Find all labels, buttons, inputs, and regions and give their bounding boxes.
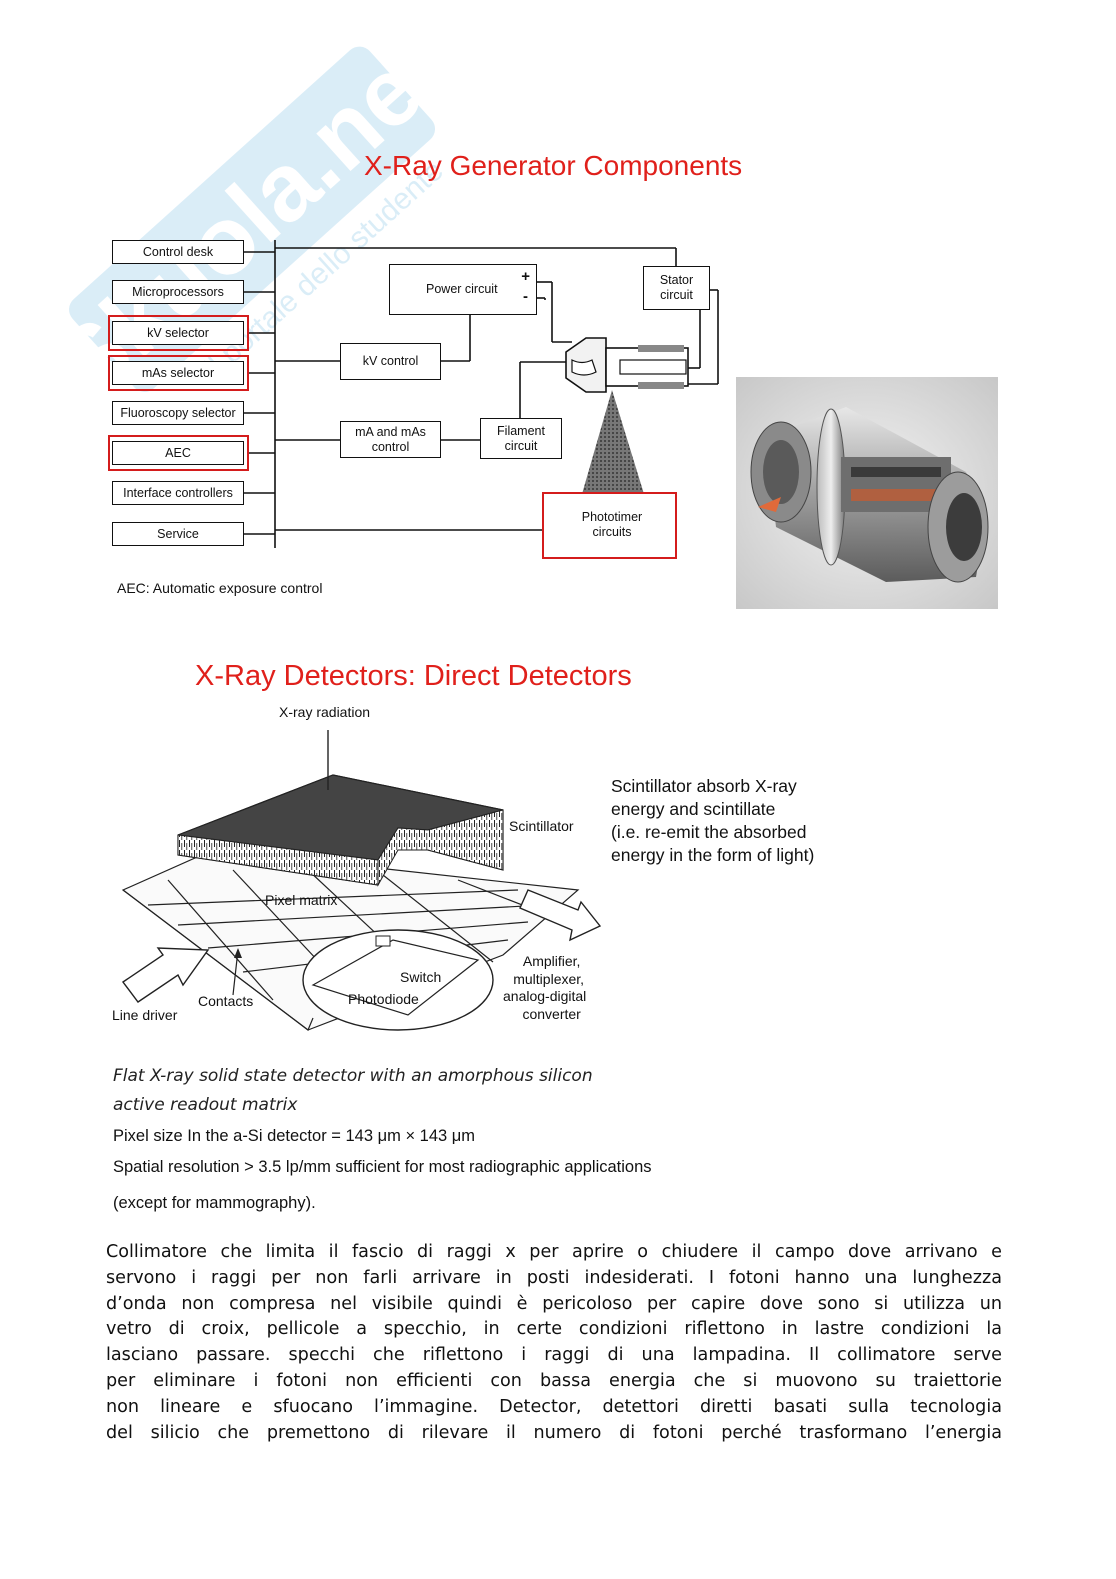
mas-line2: control	[371, 439, 410, 454]
xray-tube-photo	[736, 377, 998, 609]
aec-caption: AEC: Automatic exposure control	[117, 580, 323, 596]
except-text: (except for mammography).	[113, 1194, 316, 1212]
amp-line1: Amplifier,	[522, 953, 581, 969]
fluoroscopy-selector-box: Fluoroscopy selector	[112, 401, 244, 425]
plus-sign: +	[521, 268, 530, 285]
filament-circuit-box: Filament circuit	[480, 418, 562, 459]
label-switch: Switch	[400, 969, 442, 985]
label-pixel-matrix: Pixel matrix	[265, 892, 338, 908]
body-line: del silicio che premettono di rilevare i…	[106, 1422, 1002, 1443]
side-text-line2: energy and scintillate	[611, 799, 776, 819]
body-line: Collimatore che limita il fascio di ragg…	[106, 1242, 1002, 1262]
label-line-driver: Line driver	[112, 1007, 178, 1023]
body-line: lasciano passare. specchi che riflettono…	[106, 1345, 1002, 1366]
label-contacts: Contacts	[198, 993, 254, 1009]
mas-selector-box: mAs selector	[112, 361, 244, 385]
stator-line1: Stator	[659, 273, 694, 287]
xray-tube-icon	[565, 337, 689, 393]
kv-selector-box: kV selector	[112, 321, 244, 345]
xray-beam-cone	[582, 390, 644, 494]
watermark-band	[69, 46, 436, 392]
side-text-line3: (i.e. re-emit the absorbed	[611, 822, 807, 842]
spatial-resolution-text: Spatial resolution > 3.5 lp/mm sufficien…	[113, 1158, 652, 1176]
side-text-line1: Scintillator absorb X-ray	[611, 776, 797, 796]
stator-circuit-box: Stator circuit	[643, 266, 710, 310]
section1-title: X-Ray Generator Components	[364, 150, 743, 181]
detector-caption: Flat X-ray solid state detector with an …	[113, 1062, 593, 1120]
amp-line3: analog-digital	[503, 988, 587, 1004]
kv-selector-highlight	[108, 315, 249, 351]
label-photodiode: Photodiode	[348, 991, 419, 1007]
aec-highlight	[108, 435, 249, 471]
body-line: vetro di croix, pellicole a specchio, in…	[106, 1319, 1002, 1340]
caption-line1: Flat X-ray solid state detector with an …	[113, 1066, 593, 1086]
body-line: d’onda non compresa nel visibile quindi …	[106, 1293, 1002, 1314]
power-circuit-box: Power circuit + -	[389, 264, 537, 315]
amp-line4: converter	[522, 1005, 581, 1022]
detector-diagram	[121, 730, 602, 1031]
phototimer-highlight	[542, 492, 677, 559]
scintillator-block	[177, 774, 504, 887]
mas-line1: mA and mAs	[355, 424, 426, 439]
magnifier-circle	[302, 929, 494, 1031]
filament-line1: Filament	[497, 423, 545, 438]
power-circuit-label: Power circuit	[426, 282, 498, 296]
mas-selector-highlight	[108, 355, 249, 391]
kv-control-box: kV control	[340, 343, 441, 380]
interface-controllers-box: Interface controllers	[112, 481, 244, 505]
phototimer-line2: circuits	[592, 524, 632, 539]
body-line: servono i raggi per non farli arrivare i…	[106, 1267, 1002, 1288]
body-paragraph: Collimatore che limita il fascio di ragg…	[106, 1240, 1002, 1446]
microprocessors-box: Microprocessors	[112, 280, 244, 304]
pixel-size-text: Pixel size In the a-Si detector = 143 μm…	[113, 1127, 476, 1145]
watermark-logo: Skuola.net il portale dello studente	[34, 40, 466, 420]
output-arrow	[519, 889, 602, 942]
section2-title: X-Ray Detectors: Direct Detectors	[195, 660, 632, 692]
label-scintillator: Scintillator	[509, 818, 574, 834]
minus-sign: -	[523, 288, 528, 305]
scintillator-description: Scintillator absorb X-ray energy and sci…	[611, 775, 814, 867]
stator-line2: circuit	[660, 288, 693, 302]
filament-line2: circuit	[504, 438, 538, 453]
caption-line2: active readout matrix	[113, 1095, 298, 1115]
mas-control-box: mA and mAs control	[340, 421, 441, 458]
label-amplifier: Amplifier, multiplexer, analog-digital c…	[503, 953, 586, 1023]
phototimer-box: Phototimer circuits	[560, 503, 664, 546]
side-text-line4: energy in the form of light)	[611, 845, 815, 865]
amp-line2: multiplexer,	[513, 970, 585, 987]
service-box: Service	[112, 522, 244, 546]
control-desk-box: Control desk	[112, 240, 244, 264]
generator-diagram-lines	[244, 240, 719, 548]
label-xray-radiation: X-ray radiation	[279, 704, 371, 720]
body-line: non lineare e sfuocano l’immagine. Detec…	[106, 1396, 1002, 1417]
phototimer-line1: Phototimer	[581, 509, 643, 524]
line-driver-arrow	[121, 947, 210, 1003]
body-line: per eliminare i fotoni non efficienti co…	[106, 1370, 1002, 1391]
aec-box: AEC	[112, 441, 244, 465]
